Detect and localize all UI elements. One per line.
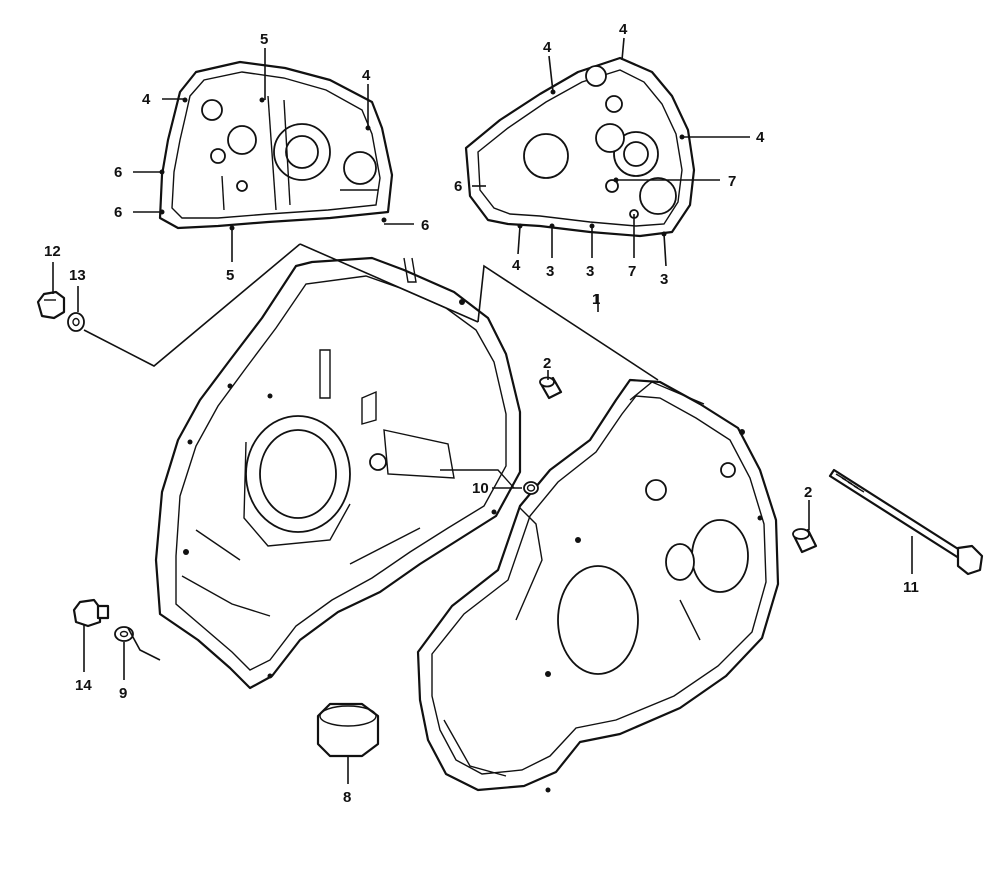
callout-6: 6 <box>421 217 429 234</box>
callout-7: 7 <box>728 173 736 190</box>
callout-2: 2 <box>804 484 812 501</box>
cap-8 <box>316 702 380 758</box>
crankcase-left-half <box>154 256 522 690</box>
callout-4: 4 <box>142 91 151 108</box>
callout-4: 4 <box>543 39 552 56</box>
callout-3: 3 <box>586 263 594 280</box>
long-bolt <box>828 468 984 576</box>
callout-6: 6 <box>114 204 122 221</box>
washer-9 <box>114 626 134 642</box>
callout-labels: 1 2 2 3 3 3 4 4 4 4 4 4 5 5 6 6 6 6 7 7 … <box>44 21 919 806</box>
left-case-gasket <box>158 60 394 231</box>
callout-4: 4 <box>619 21 628 38</box>
callout-4: 4 <box>756 129 765 146</box>
callout-12: 12 <box>44 243 61 260</box>
callout-11: 11 <box>903 579 919 596</box>
o-ring <box>523 481 539 495</box>
callout-10: 10 <box>472 480 489 497</box>
crankcase-right-half <box>416 378 780 793</box>
dowel-pin-lower <box>792 528 818 554</box>
callout-13: 13 <box>69 267 86 284</box>
callout-1: 1 <box>592 291 600 308</box>
callout-4: 4 <box>362 67 371 84</box>
callout-7: 7 <box>628 263 636 280</box>
dowel-pin-upper <box>539 376 563 400</box>
callout-3: 3 <box>660 271 668 288</box>
drain-bolt <box>72 598 110 628</box>
callout-6: 6 <box>114 164 122 181</box>
right-case-gasket <box>464 56 696 238</box>
callout-5: 5 <box>260 31 268 48</box>
callout-6: 6 <box>454 178 462 195</box>
callout-2: 2 <box>543 355 551 372</box>
callout-8: 8 <box>343 789 351 806</box>
callout-4: 4 <box>512 257 521 274</box>
callout-14: 14 <box>75 677 92 694</box>
plug-12 <box>36 290 66 320</box>
callout-3: 3 <box>546 263 554 280</box>
callout-9: 9 <box>119 685 127 702</box>
callout-5: 5 <box>226 267 234 284</box>
leader-lines <box>52 37 913 784</box>
washer-13 <box>67 312 85 332</box>
